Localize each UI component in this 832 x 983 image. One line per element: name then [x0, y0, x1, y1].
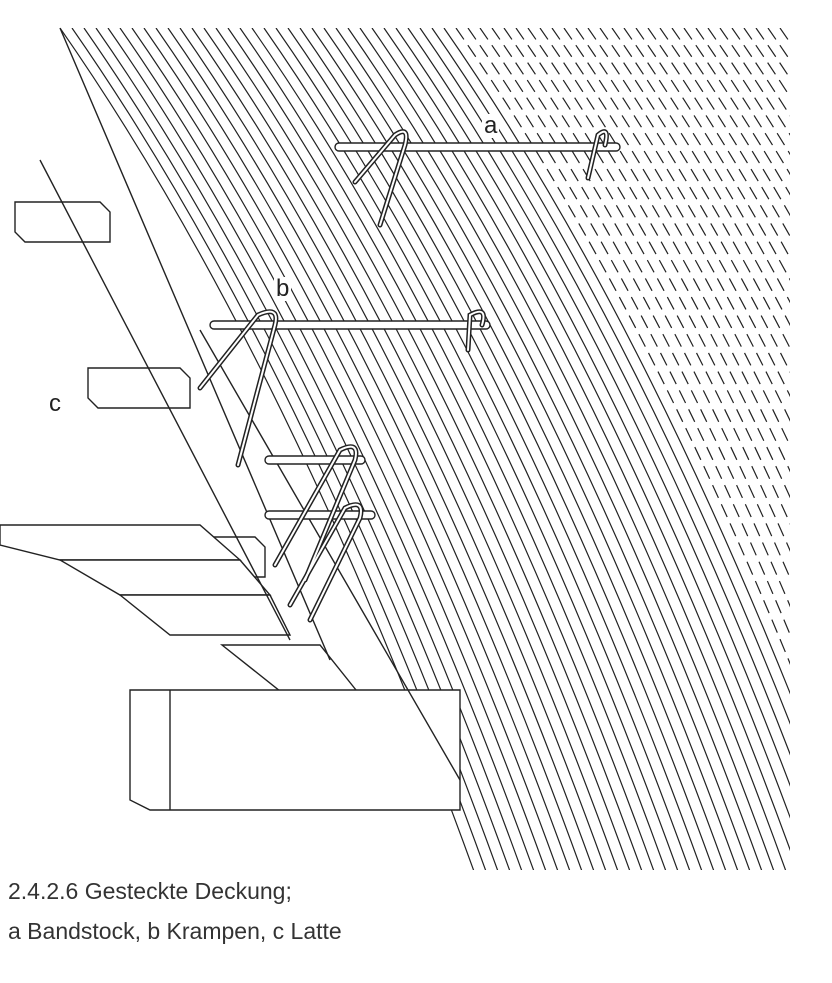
reed-line: [335, 28, 757, 870]
reed-line: [563, 28, 790, 870]
caption-legend: a Bandstock, b Krampen, c Latte: [8, 918, 342, 944]
reed-line: [419, 28, 790, 870]
reed-line: [719, 28, 790, 870]
reed-line: [275, 28, 697, 870]
thatched-roof-drawing: [0, 27, 832, 870]
reed-line: [263, 28, 685, 870]
reed-line: [203, 28, 625, 870]
reed-line: [191, 28, 613, 870]
tile-row: [118, 594, 292, 636]
reed-line: [539, 28, 790, 870]
reed-line: [731, 28, 790, 870]
reed-line: [611, 28, 790, 870]
reed-line: [395, 28, 790, 870]
batten: [14, 201, 111, 243]
reed-line: [287, 28, 709, 870]
reed-line: [575, 28, 790, 870]
reed-line: [215, 28, 637, 870]
reed-line: [383, 28, 790, 870]
reed-line: [623, 28, 790, 870]
wall-block: [129, 689, 461, 811]
reed-line: [167, 28, 589, 870]
reed-line: [407, 28, 790, 870]
tile-row: [57, 559, 272, 596]
batten: [87, 367, 191, 409]
reed-line: [155, 28, 577, 870]
caption-title: 2.4.2.6 Gesteckte Deckung;: [8, 878, 292, 904]
reed-line: [695, 28, 790, 870]
reed-line: [779, 28, 790, 870]
reed-line: [659, 28, 790, 870]
reed-line: [311, 28, 733, 870]
reed-line: [227, 28, 649, 870]
bandstock-rod-b: [209, 320, 491, 330]
reed-line: [359, 28, 781, 870]
label-c: c: [47, 390, 63, 417]
reed-line: [107, 28, 529, 870]
tile-row: [0, 524, 242, 561]
roof-edge: [39, 27, 461, 781]
reed-line: [251, 28, 673, 870]
bandstock-rod-a: [334, 142, 621, 152]
reed-line: [635, 28, 790, 870]
bandstock-rod-short: [264, 455, 366, 465]
label-a: a: [482, 112, 500, 139]
reed-line: [491, 28, 790, 870]
reed-line: [347, 28, 769, 870]
reed-line: [647, 28, 790, 870]
reed-line: [743, 28, 790, 870]
thatch-reeds: [60, 28, 832, 870]
reed-line: [179, 28, 601, 870]
reed-line: [131, 28, 553, 870]
reed-line: [455, 28, 790, 870]
reed-line: [371, 28, 790, 870]
bandstock-rod-short: [264, 510, 376, 520]
tile-row: [219, 644, 362, 696]
reed-line: [119, 28, 541, 870]
reed-line: [299, 28, 721, 870]
krampen-staples-inner: [199, 130, 608, 621]
reed-line: [443, 28, 790, 870]
label-b: b: [274, 275, 292, 302]
reed-line: [587, 28, 790, 870]
reed-line: [143, 28, 565, 870]
reed-line: [323, 28, 745, 870]
battens: [0, 201, 461, 811]
reed-line: [792, 28, 832, 870]
reed-line: [239, 28, 661, 870]
reed-line: [503, 28, 790, 870]
